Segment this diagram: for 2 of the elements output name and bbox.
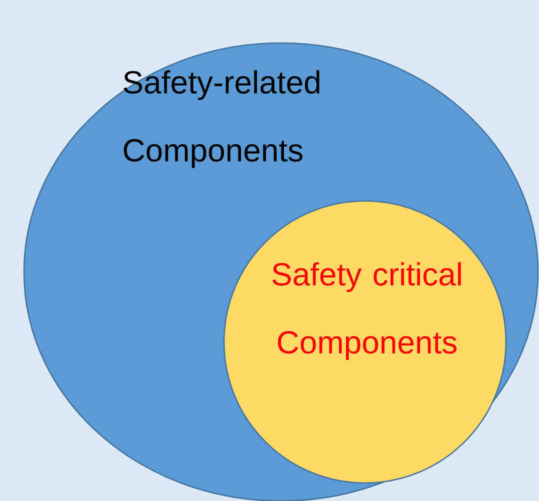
label-text: Safety critical Components: [272, 262, 461, 360]
label-text: Safety-related Components: [124, 70, 320, 168]
